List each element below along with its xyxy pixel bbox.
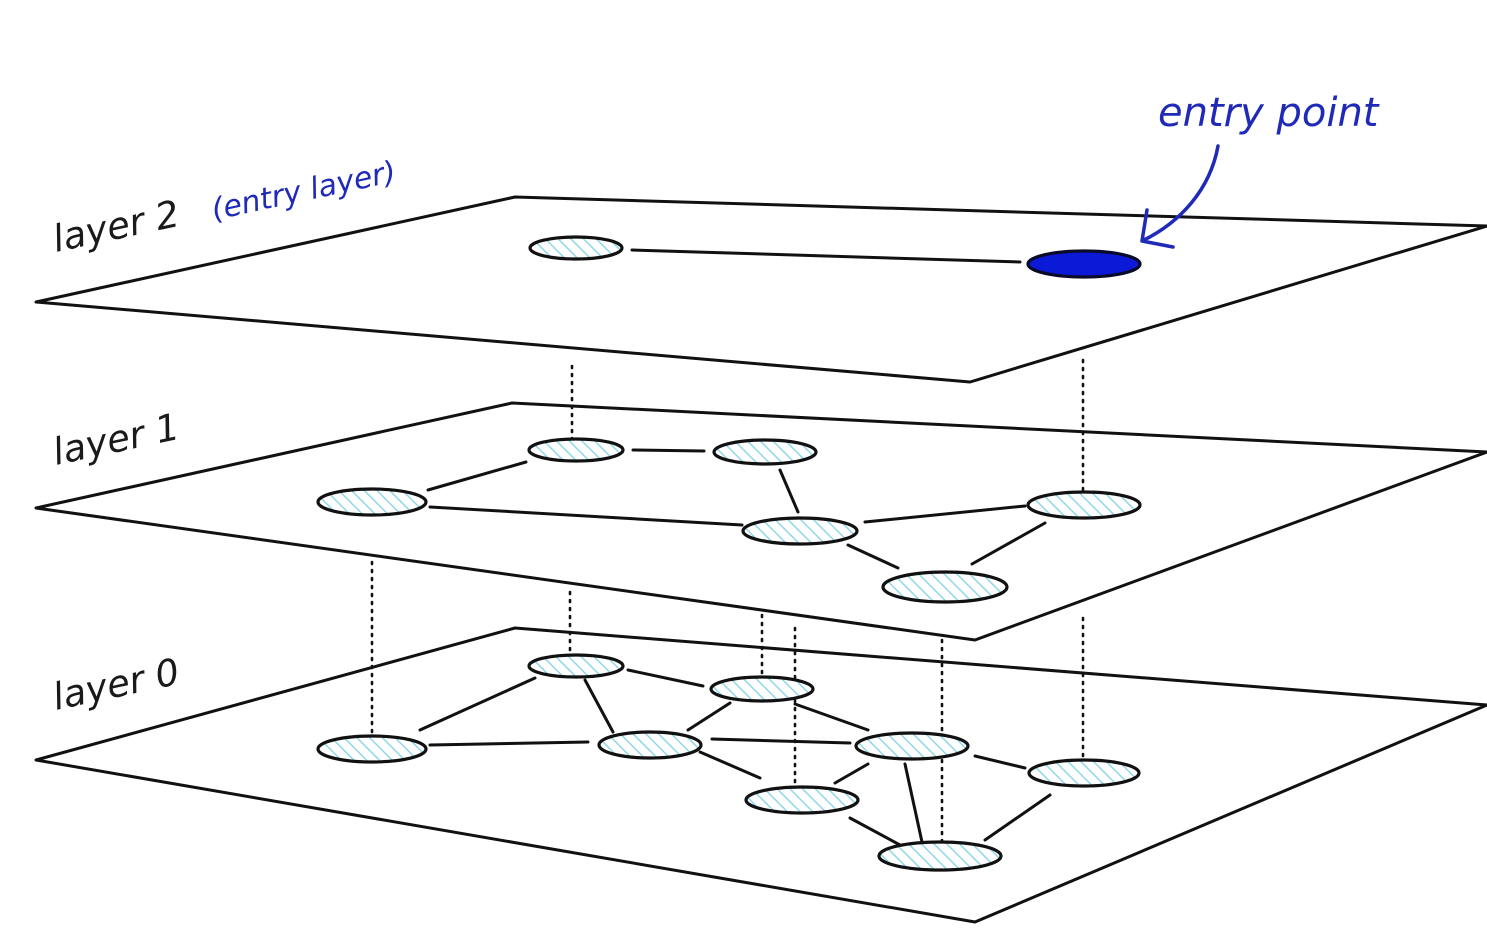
edge xyxy=(863,504,1027,524)
graph-node xyxy=(712,438,818,466)
entry-point-node xyxy=(1026,249,1142,279)
edge xyxy=(583,678,615,734)
layer-1-nodes xyxy=(316,437,1142,604)
graph-node xyxy=(881,570,1009,604)
graph-node xyxy=(854,731,970,761)
layer-0-nodes xyxy=(316,653,1141,872)
layer-1-label: layer 1 xyxy=(49,405,183,474)
layer-0-plane xyxy=(34,626,1487,924)
edge xyxy=(631,448,706,453)
edge xyxy=(903,762,924,844)
edge xyxy=(428,740,590,747)
graph-node xyxy=(1026,490,1142,520)
graph-node xyxy=(528,235,624,261)
graph-node xyxy=(709,675,815,703)
entry-point-label: entry point xyxy=(1158,90,1380,136)
layer-0-group xyxy=(34,626,1487,924)
graph-node xyxy=(1027,758,1141,788)
layer-2-label: layer 2 xyxy=(49,192,183,261)
graph-node xyxy=(744,785,860,815)
edge xyxy=(778,468,800,514)
layer-0-label: layer 0 xyxy=(49,650,183,719)
edge xyxy=(970,521,1047,566)
edge xyxy=(428,505,744,527)
layer-1-2-links xyxy=(570,358,1085,504)
edge xyxy=(626,668,705,688)
entry-arrow-icon xyxy=(1142,144,1220,242)
graph-node xyxy=(597,730,703,760)
graph-node xyxy=(527,653,625,679)
edge xyxy=(630,248,1022,264)
graph-node xyxy=(877,840,1003,872)
edge xyxy=(418,676,537,732)
graph-node xyxy=(316,734,428,764)
edge xyxy=(833,762,870,785)
edge xyxy=(973,754,1027,770)
layer-0-edges xyxy=(418,668,1052,847)
graph-node xyxy=(527,437,625,463)
graph-node xyxy=(741,516,859,546)
layer-1-edges xyxy=(426,448,1047,570)
layer-2-group xyxy=(34,195,1487,384)
arrow-head-icon xyxy=(1140,208,1175,249)
edge xyxy=(793,702,870,732)
annotations: layer 2 (entry layer) layer 1 layer 0 en… xyxy=(49,90,1380,719)
edge xyxy=(846,543,900,570)
entry-layer-note: (entry layer) xyxy=(208,155,399,228)
edge xyxy=(698,750,762,780)
edge xyxy=(710,737,852,745)
edge xyxy=(686,701,732,732)
edge xyxy=(426,460,528,492)
graph-node xyxy=(316,487,428,517)
edge xyxy=(848,816,902,847)
layer-2-plane xyxy=(34,195,1487,384)
edge xyxy=(983,793,1052,842)
